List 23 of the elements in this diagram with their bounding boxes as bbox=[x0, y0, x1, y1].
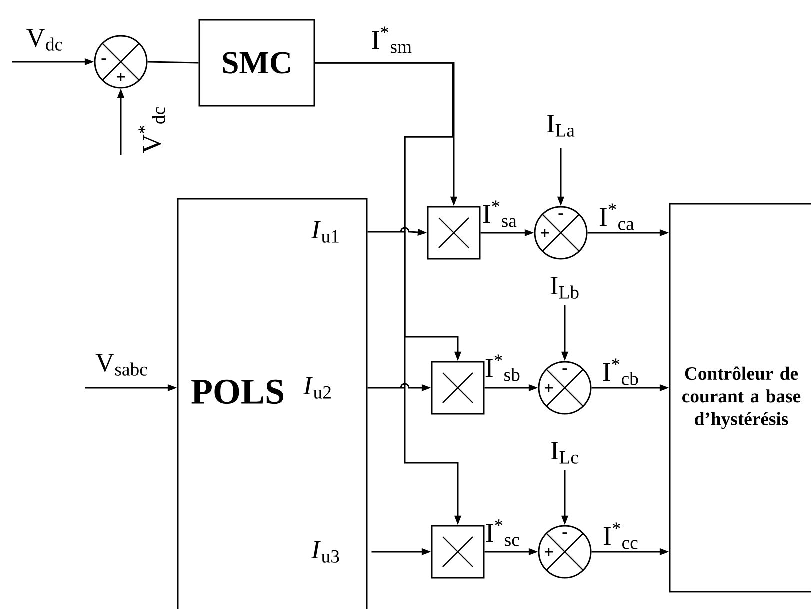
edge-label: I$^{*}$sc bbox=[486, 520, 520, 546]
edge-label: I$^{*}$sb bbox=[486, 354, 520, 382]
edge-label: V$^{*}$dc bbox=[138, 107, 166, 154]
edge-label: V$_{dc}$ bbox=[26, 29, 63, 51]
edge-label: V$_{sabc}$ bbox=[96, 354, 148, 376]
edge-label: I$_{Lc}$ bbox=[551, 442, 578, 464]
summing-junction: - + bbox=[538, 525, 592, 579]
summing-junction: - + bbox=[538, 361, 592, 415]
summing-junction: - + bbox=[534, 206, 588, 260]
edge-label: I$^{*}$cc bbox=[604, 522, 638, 550]
pols-block: POLS I$_{u1}$ I$_{u2}$ I$_{u3}$ bbox=[177, 198, 368, 609]
summing-junction: - + bbox=[94, 35, 148, 89]
multiplier-block bbox=[431, 525, 485, 579]
edge-label: I$_{La}$ bbox=[547, 115, 575, 137]
edge-label: I$^{*}$sm bbox=[372, 26, 412, 54]
multiplier-block bbox=[427, 206, 481, 260]
edge-label: I$^{*}$cb bbox=[603, 358, 638, 386]
edge-label: I$^{*}$ca bbox=[600, 204, 634, 230]
edge-label: I$^{*}$sa bbox=[483, 200, 517, 228]
multiplier-block bbox=[431, 361, 485, 415]
controller-block: SMC bbox=[198, 19, 316, 107]
controller-block: Contrôleur de courant a base d’hystérésis bbox=[669, 203, 811, 593]
edge-label: I$_{Lb}$ bbox=[550, 277, 579, 299]
